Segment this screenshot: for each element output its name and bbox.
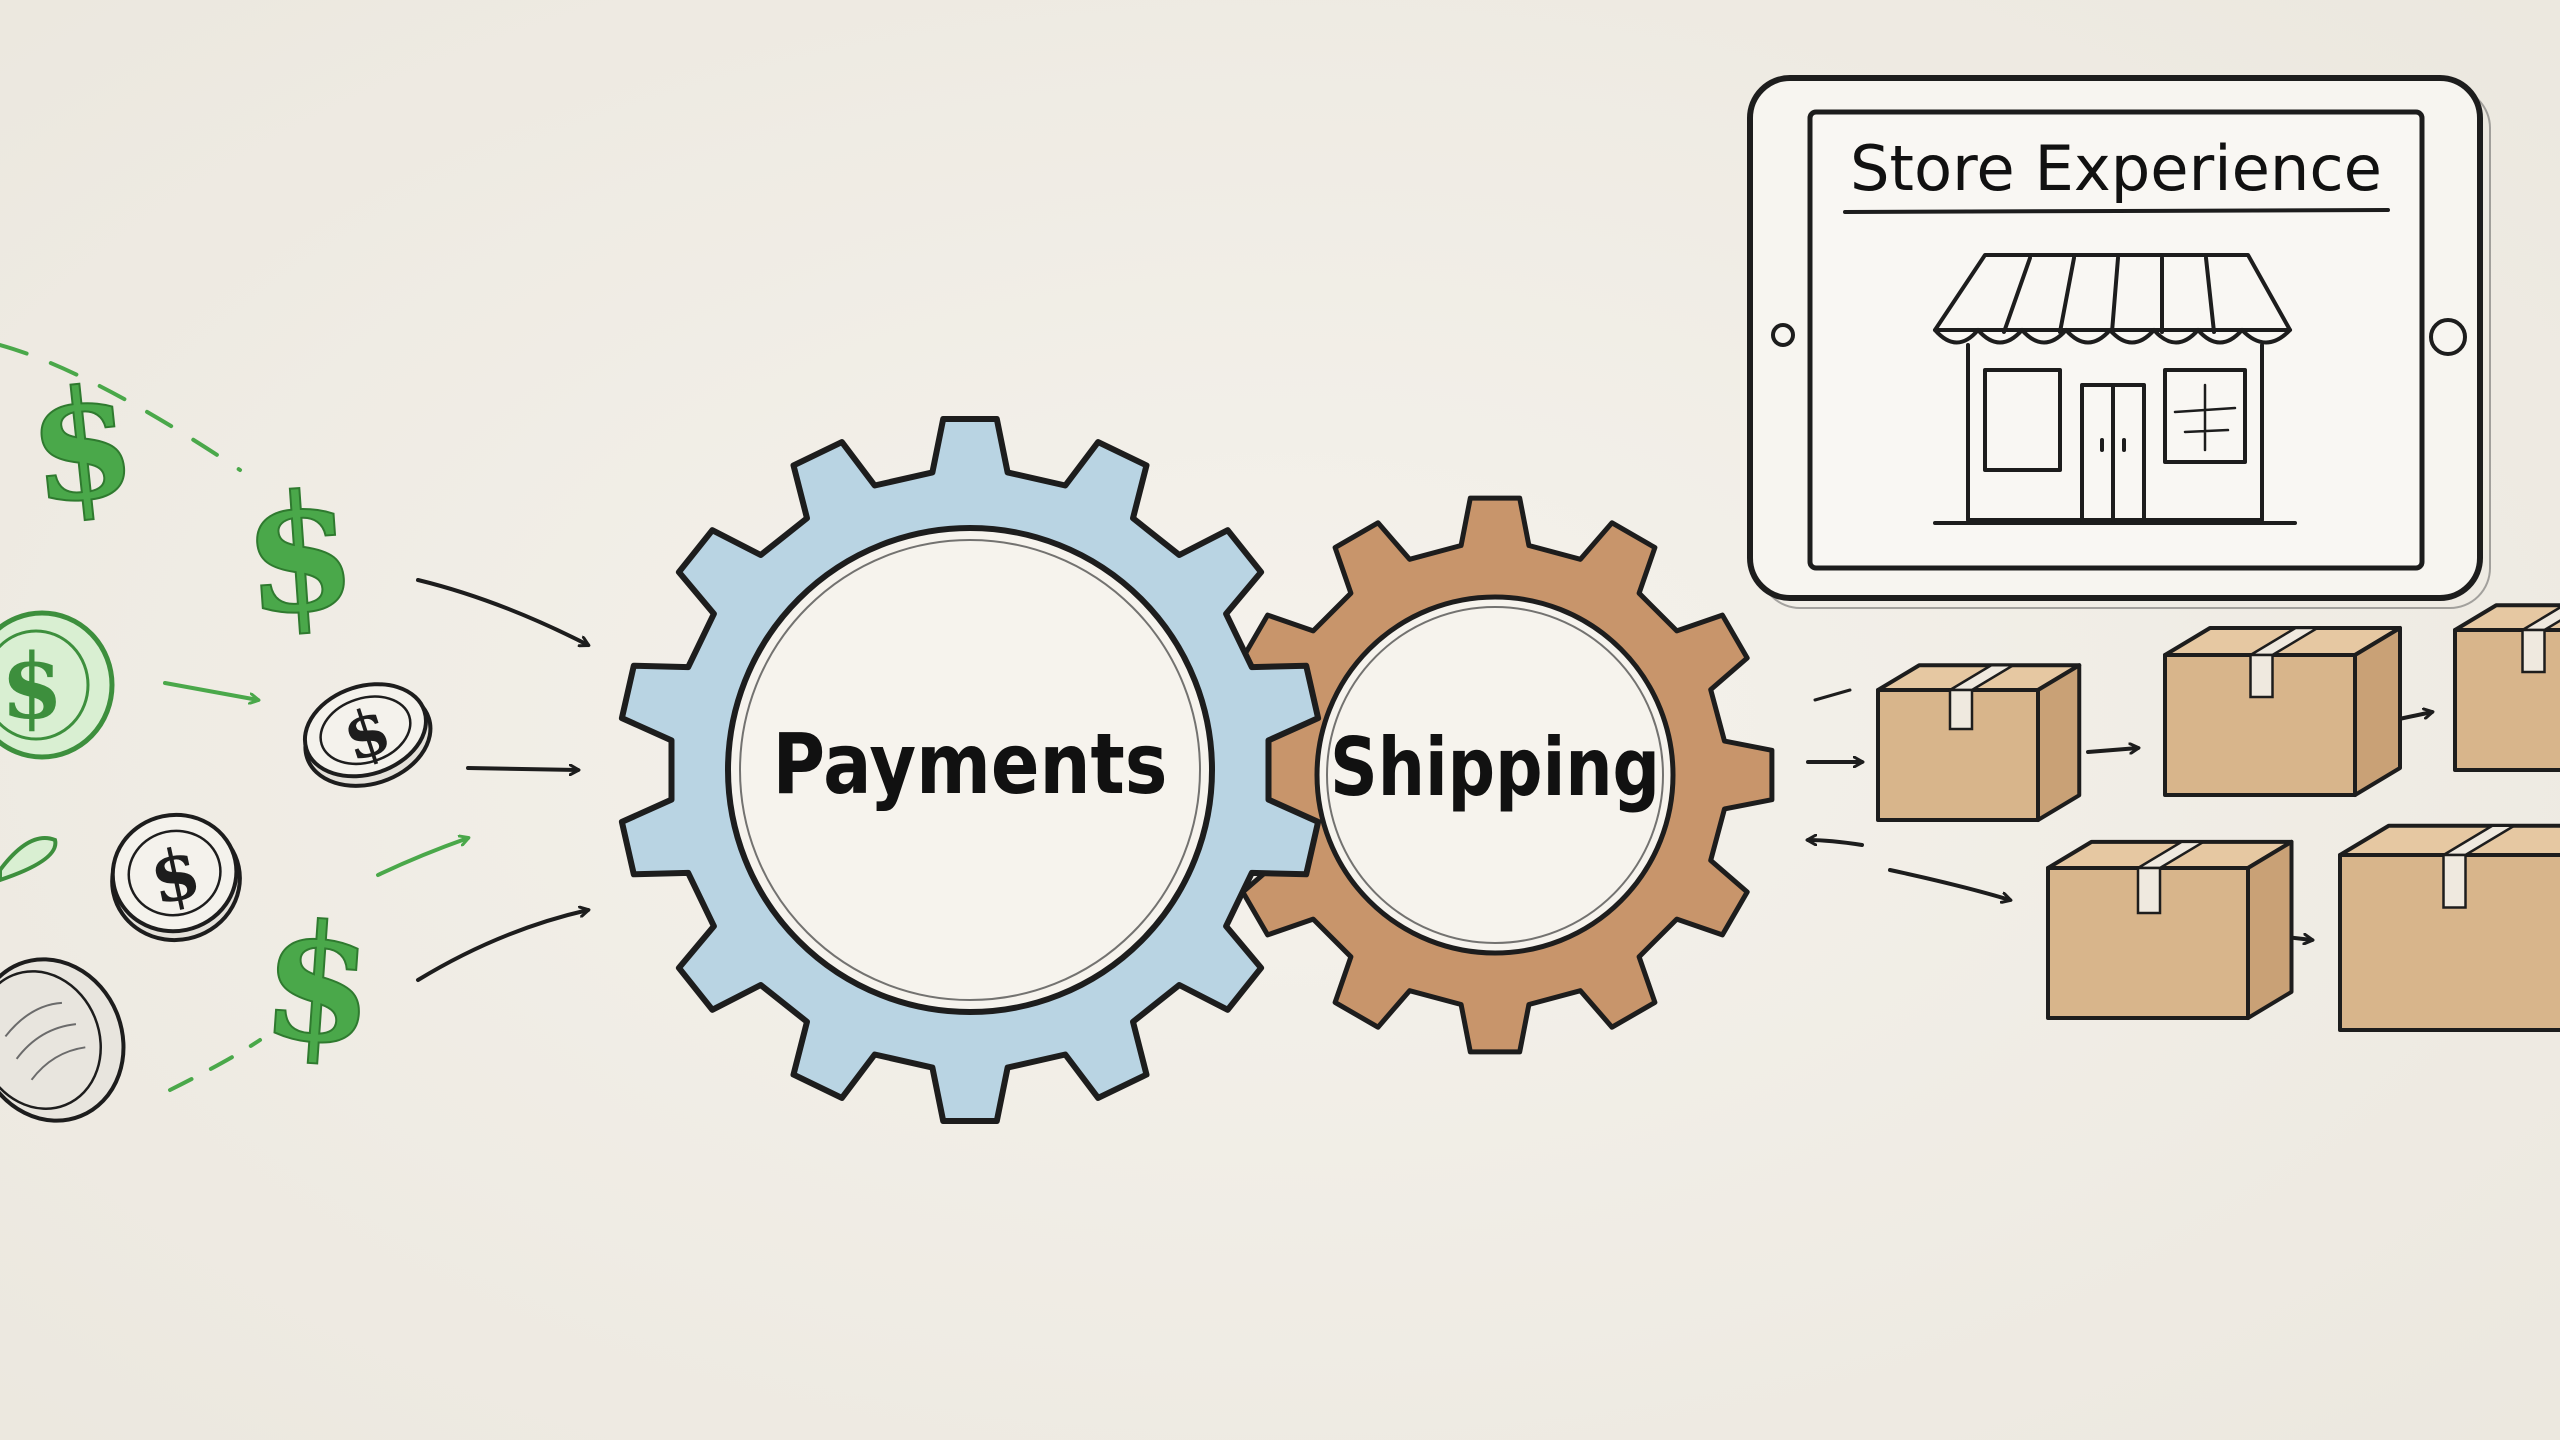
tablet-home-button-icon (2429, 318, 2467, 356)
arrow-icon (466, 768, 578, 770)
green-arrow-icon (163, 681, 258, 700)
green-dashed-trail-bottom (168, 1038, 262, 1092)
coin-icon: $ (110, 812, 242, 943)
green-coin-edge-icon (0, 836, 58, 883)
cardboard-box-icon (2338, 823, 2560, 1032)
money-flow: $ $ $ $ $ $ (0, 343, 588, 1123)
payments-gear: Payments (618, 416, 1322, 1124)
shipping-gear: Shipping (1215, 495, 1775, 1055)
title-underline (1843, 208, 2390, 214)
store-tablet: Store Experience (1747, 75, 2491, 609)
green-dashed-trail-top (0, 343, 242, 472)
shipping-gear-hub (1314, 594, 1676, 956)
cardboard-box-icon (2046, 839, 2294, 1020)
cardboard-box-icon (1876, 663, 2082, 822)
shipping-boxes (1808, 603, 2560, 1032)
shipping-gear-inner-ring (1326, 606, 1664, 944)
dollar-sign-icon: $ (256, 886, 380, 1081)
payments-gear-label: Payments (773, 715, 1168, 813)
coin-icon: $ (302, 682, 433, 788)
arrow-icon (416, 578, 588, 645)
arrow-icon (416, 910, 588, 982)
coin-edge-icon (0, 957, 126, 1123)
cardboard-box-icon (2163, 626, 2402, 797)
cardboard-box-icon (2453, 603, 2560, 772)
tablet-title: Store Experience (1850, 132, 2382, 205)
tablet-screen (1807, 109, 2425, 571)
green-coin-icon: $ (0, 610, 115, 760)
payments-gear-inner-ring (739, 539, 1201, 1001)
svg-text:$: $ (1, 634, 64, 740)
green-arrow-icon (376, 838, 468, 877)
arrow-icon (1808, 840, 1864, 847)
dollar-sign-icon: $ (237, 456, 361, 651)
arrow-icon (2086, 748, 2138, 752)
arrow-icon (1888, 868, 2010, 900)
tablet-camera-icon (1771, 323, 1795, 347)
shipping-gear-label: Shipping (1330, 721, 1660, 814)
storefront-icon (1933, 253, 2297, 525)
dollar-sign-icon: $ (21, 353, 143, 539)
dashed-line (1813, 688, 1852, 702)
payments-gear-hub (725, 525, 1215, 1015)
